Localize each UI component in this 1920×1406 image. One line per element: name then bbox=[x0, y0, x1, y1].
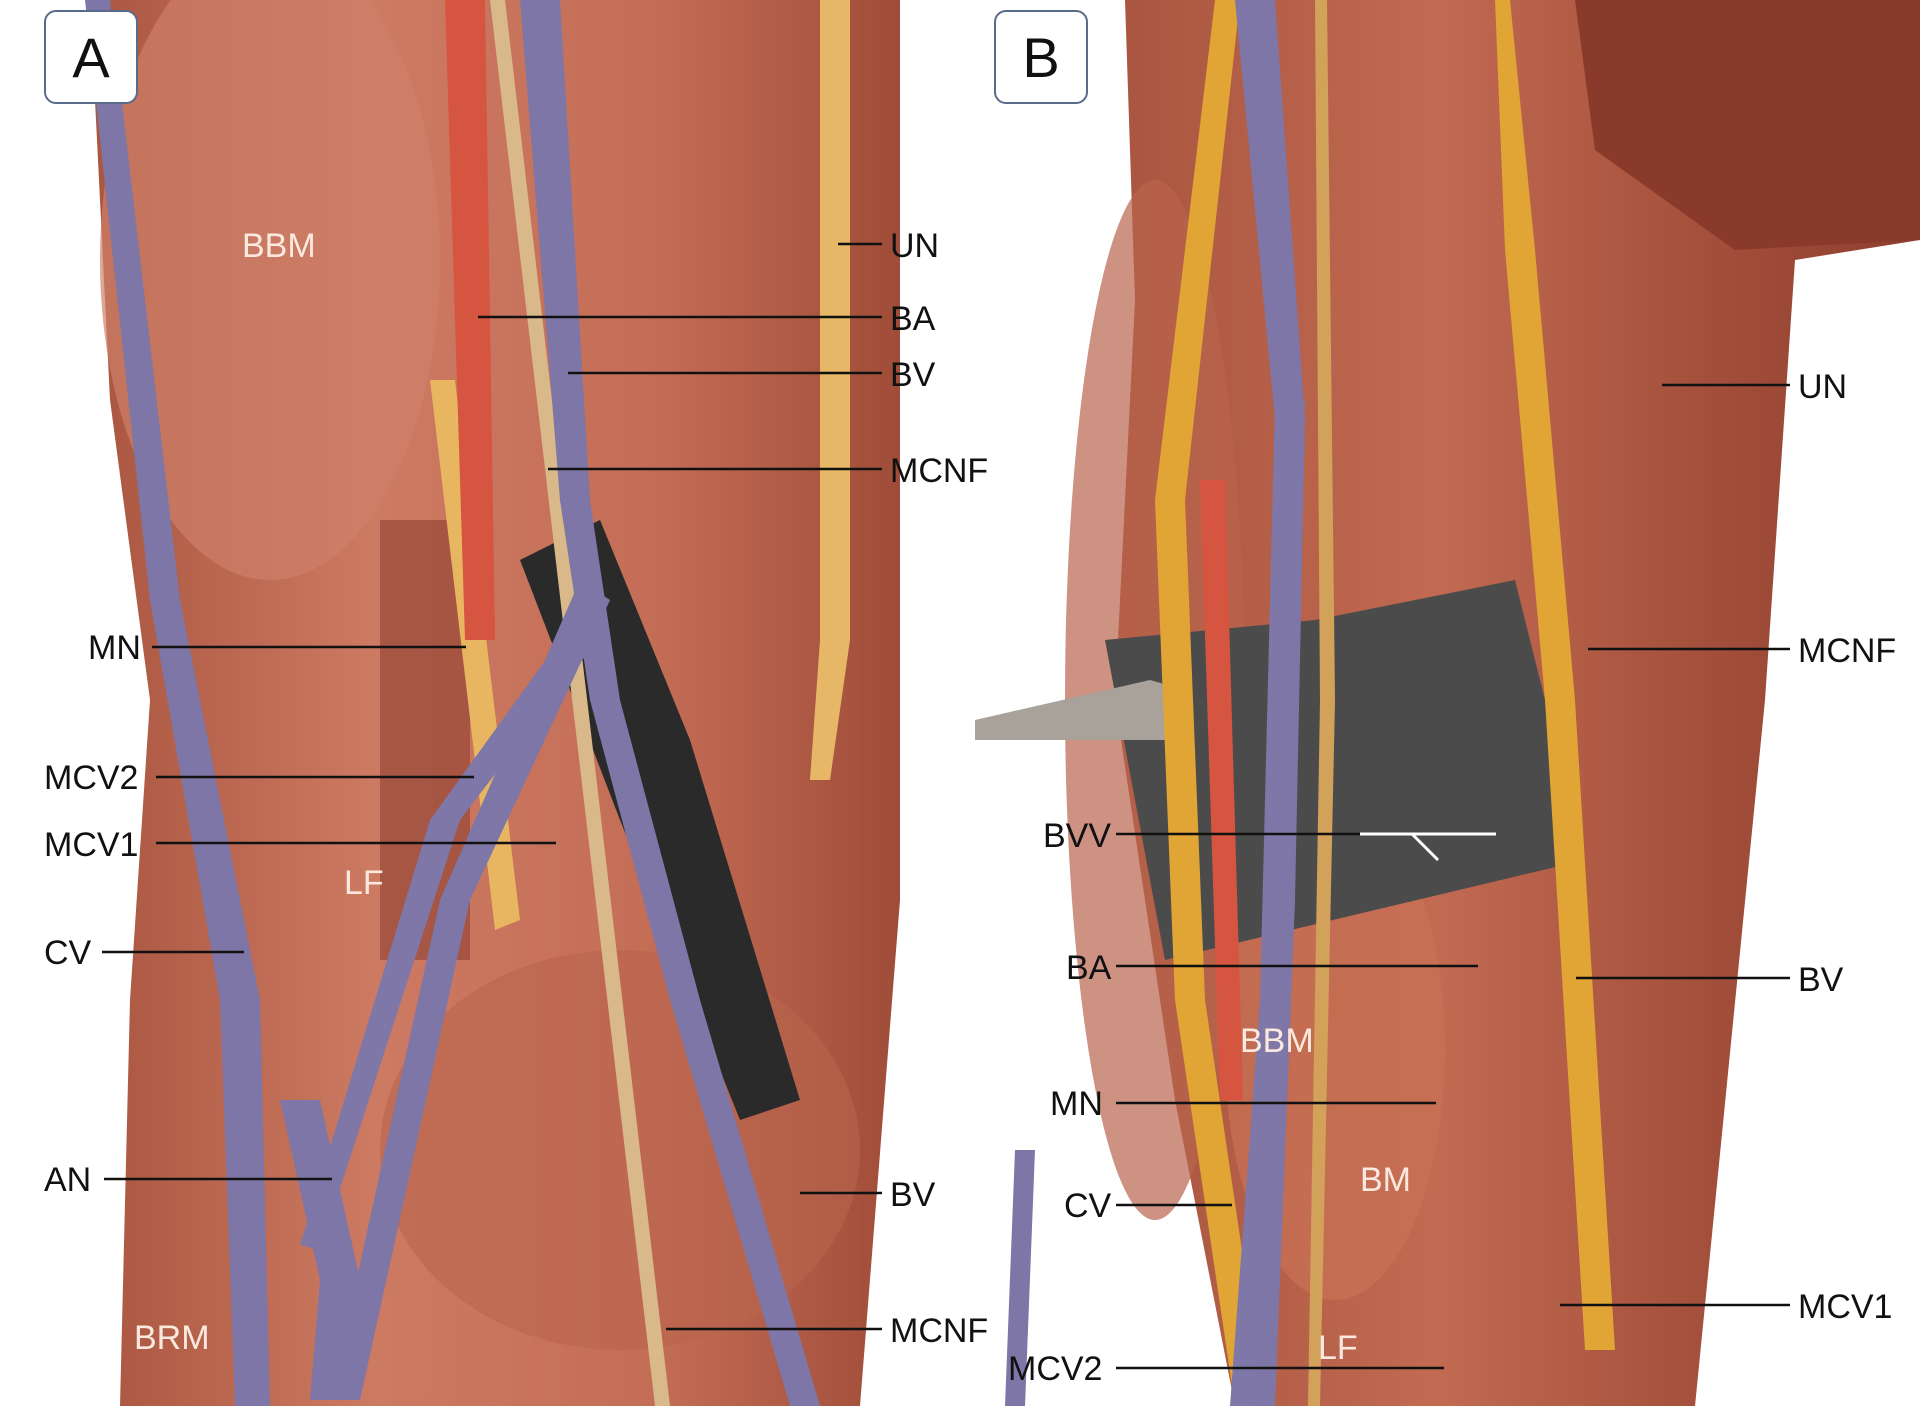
panel-a-tag: A bbox=[44, 10, 138, 104]
panel-b-photo bbox=[975, 0, 1920, 1406]
panel-a-photo bbox=[85, 0, 900, 1406]
panel-a-dissection bbox=[85, 0, 900, 1406]
panel-b-dissection bbox=[975, 0, 1920, 1406]
panel-b-tag: B bbox=[994, 10, 1088, 104]
